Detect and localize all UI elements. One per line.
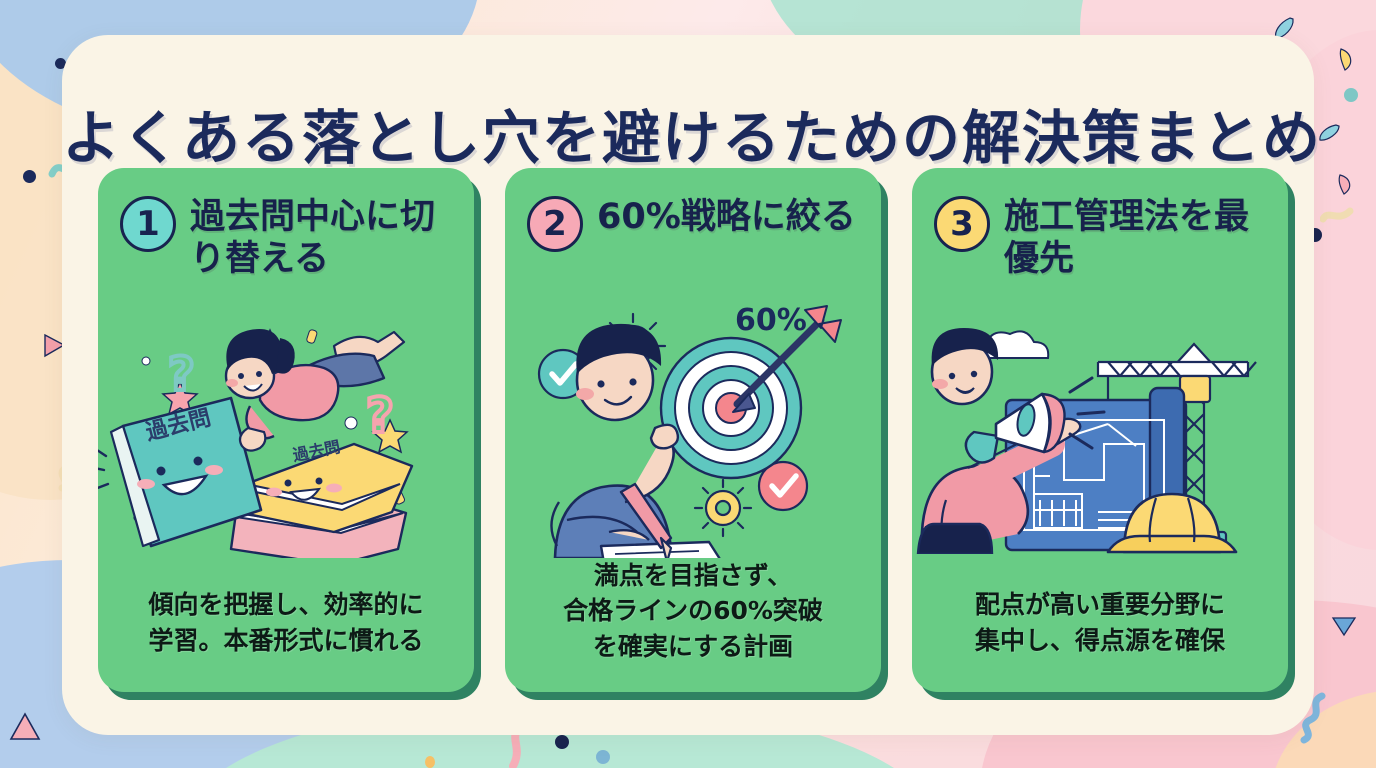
target-percent-label: 60% (735, 303, 807, 338)
card-2-description: 満点を目指さず、 合格ラインの60%突破 を確実にする計画 (519, 558, 867, 665)
solution-card-2[interactable]: 2 60%戦略に絞る 60% (505, 168, 881, 692)
blue-dot-icon (596, 750, 610, 764)
yellow-dot-icon (425, 756, 435, 768)
pink-triangle-icon (9, 712, 41, 740)
card-3-title-line: 施工管理法を最優先 (1004, 197, 1250, 279)
card-2-illustration: 60% (505, 296, 881, 558)
card-2-title-line: 60%戦略に絞る (597, 197, 856, 237)
card-3-title: 施工管理法を最優先 (1004, 196, 1268, 280)
solution-card-3[interactable]: 3 施工管理法を最優先 (912, 168, 1288, 692)
card-1-desc-line: 学習。本番形式に慣れる (148, 625, 424, 655)
card-1-header: 1 過去問中心に切り替える (98, 168, 474, 280)
cream-squiggle-icon (1320, 207, 1354, 223)
card-1-number-badge: 1 (120, 196, 176, 252)
card-1-description: 傾向を把握し、効率的に 学習。本番形式に慣れる (112, 587, 460, 658)
blue-triangle-icon (1331, 617, 1357, 637)
svg-text:?: ? (168, 347, 195, 401)
page-title: よくある落とし穴を避けるための解決策まとめ (62, 104, 1323, 172)
card-2-desc-line: 満点を目指さず、 (593, 560, 793, 590)
svg-text:?: ? (366, 388, 394, 444)
card-2-header: 2 60%戦略に絞る (505, 168, 881, 252)
card-2-title: 60%戦略に絞る (597, 196, 856, 238)
card-3-desc-line: 集中し、得点源を確保 (974, 625, 1225, 655)
card-1-illustration: ? ? 過去問 過去問 (98, 308, 474, 558)
cyan-dash-icon (1319, 124, 1340, 141)
navy-dot-icon (55, 58, 66, 69)
solution-card-1[interactable]: 1 過去問中心に切り替える ? ? (98, 168, 474, 692)
card-3-illustration (912, 304, 1288, 554)
card-3-number-badge: 3 (934, 196, 990, 252)
card-3-desc-line: 配点が高い重要分野に (974, 590, 1225, 619)
card-3-description: 配点が高い重要分野に 集中し、得点源を確保 (926, 587, 1274, 658)
card-2-desc-line: 合格ラインの60%突破 (563, 596, 823, 625)
pink-dash-icon (1338, 174, 1351, 195)
card-2-number-badge: 2 (527, 196, 583, 252)
card-1-title-line: 過去問中心に切り替える (190, 197, 436, 279)
navy-dot-icon (23, 170, 36, 183)
card-2-desc-line: を確実にする計画 (592, 631, 794, 661)
card-1-title: 過去問中心に切り替える (190, 196, 454, 280)
navy-dot-icon (555, 735, 569, 749)
teal-dot-icon (1344, 88, 1358, 102)
blue-squiggle-icon (1300, 692, 1326, 744)
pink-triangle-icon (44, 333, 66, 358)
card-3-header: 3 施工管理法を最優先 (912, 168, 1288, 280)
yellow-dash-icon (1339, 48, 1352, 71)
card-1-desc-line: 傾向を把握し、効率的に (148, 590, 424, 619)
solution-card-list: 1 過去問中心に切り替える ? ? (98, 168, 1288, 698)
